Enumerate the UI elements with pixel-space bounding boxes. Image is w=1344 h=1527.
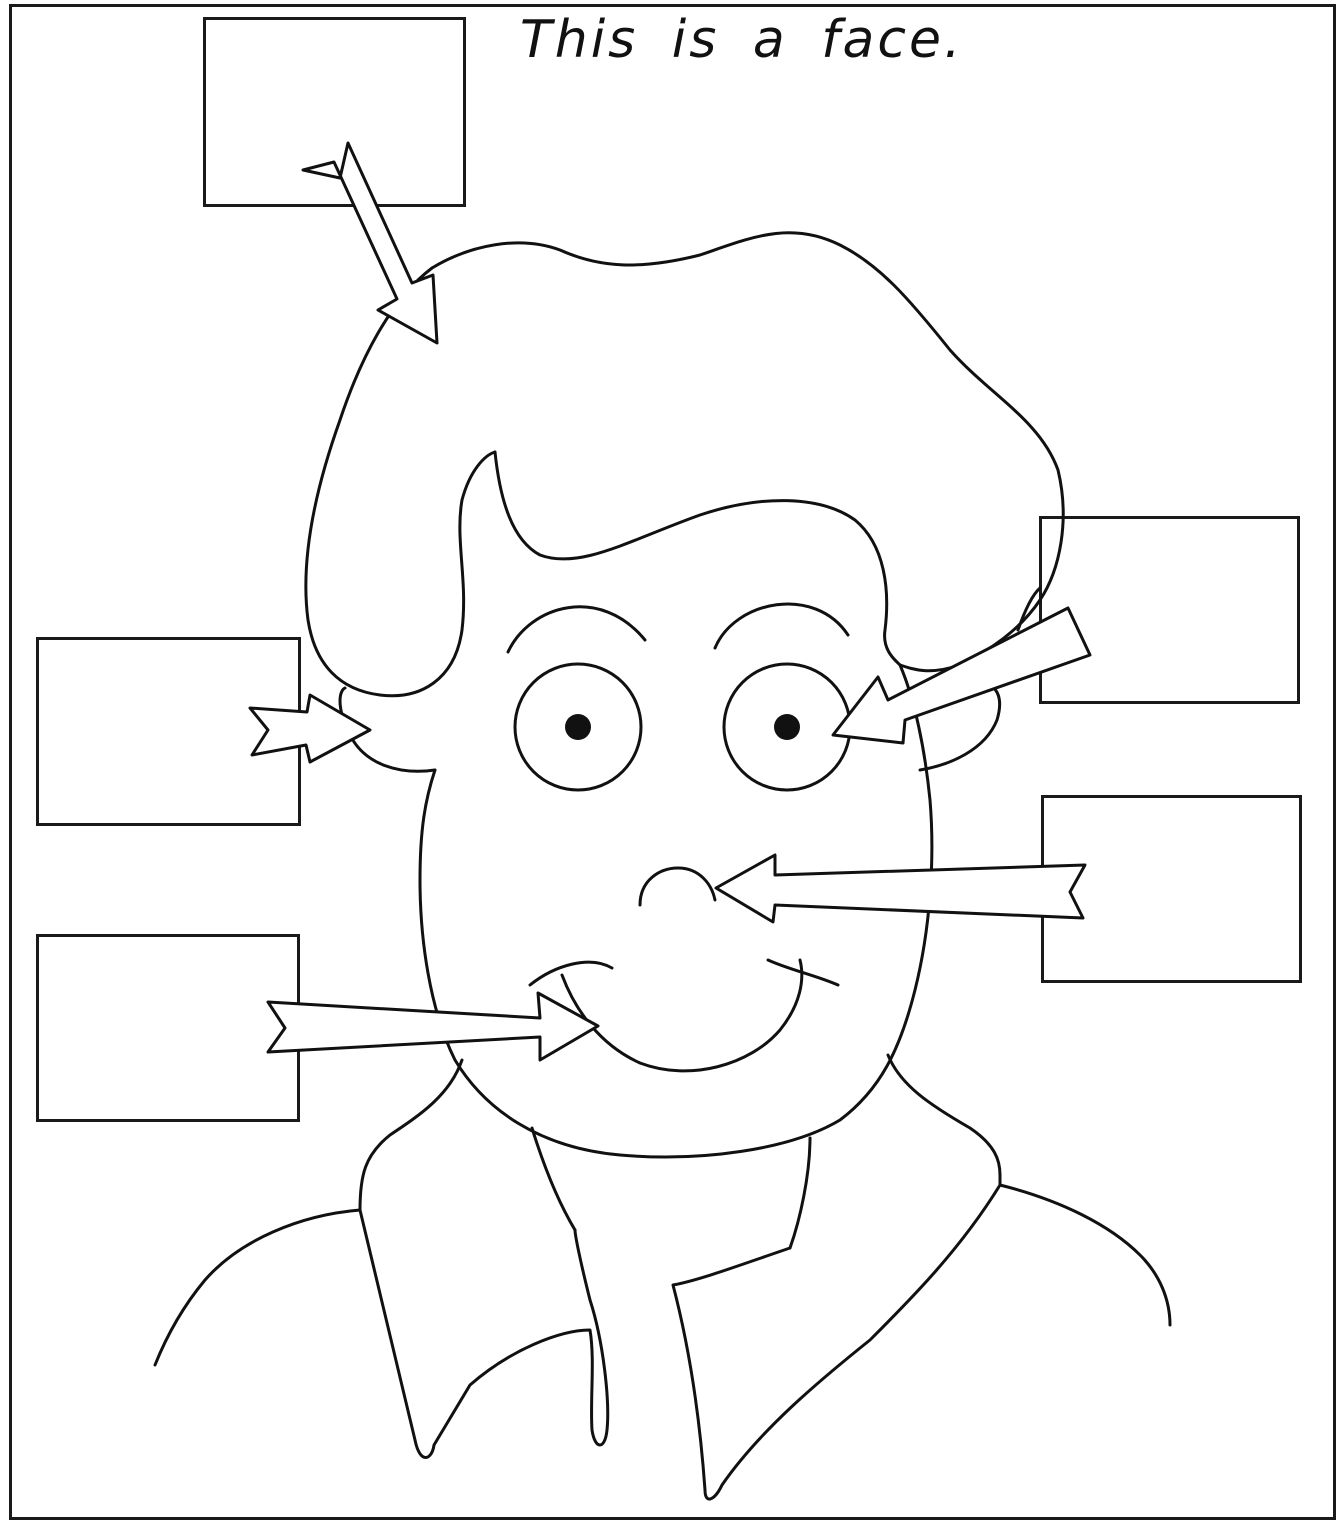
arrow-nose bbox=[716, 855, 1085, 922]
mouth-left-corner bbox=[530, 962, 612, 985]
shoulder-right bbox=[1000, 1185, 1170, 1325]
arrow-eye bbox=[833, 608, 1090, 743]
left-eyebrow bbox=[508, 607, 645, 652]
hair-left-outline bbox=[306, 268, 495, 696]
nose bbox=[640, 868, 715, 905]
neck-right bbox=[790, 1138, 810, 1248]
right-eyebrow bbox=[715, 604, 848, 648]
hair-fringe bbox=[495, 452, 900, 665]
arrow-hair bbox=[303, 143, 437, 343]
collar-right bbox=[673, 1175, 1000, 1499]
mouth bbox=[562, 960, 802, 1071]
hair-outline bbox=[432, 233, 1063, 671]
neck-left bbox=[532, 1128, 575, 1230]
collar-left bbox=[360, 1210, 608, 1458]
neck-right-outer bbox=[888, 1055, 1000, 1175]
shoulder-left bbox=[155, 1210, 360, 1365]
right-pupil bbox=[774, 714, 800, 740]
left-pupil bbox=[565, 714, 591, 740]
arrow-ear bbox=[250, 695, 370, 762]
neck-left-outer bbox=[360, 1060, 462, 1210]
